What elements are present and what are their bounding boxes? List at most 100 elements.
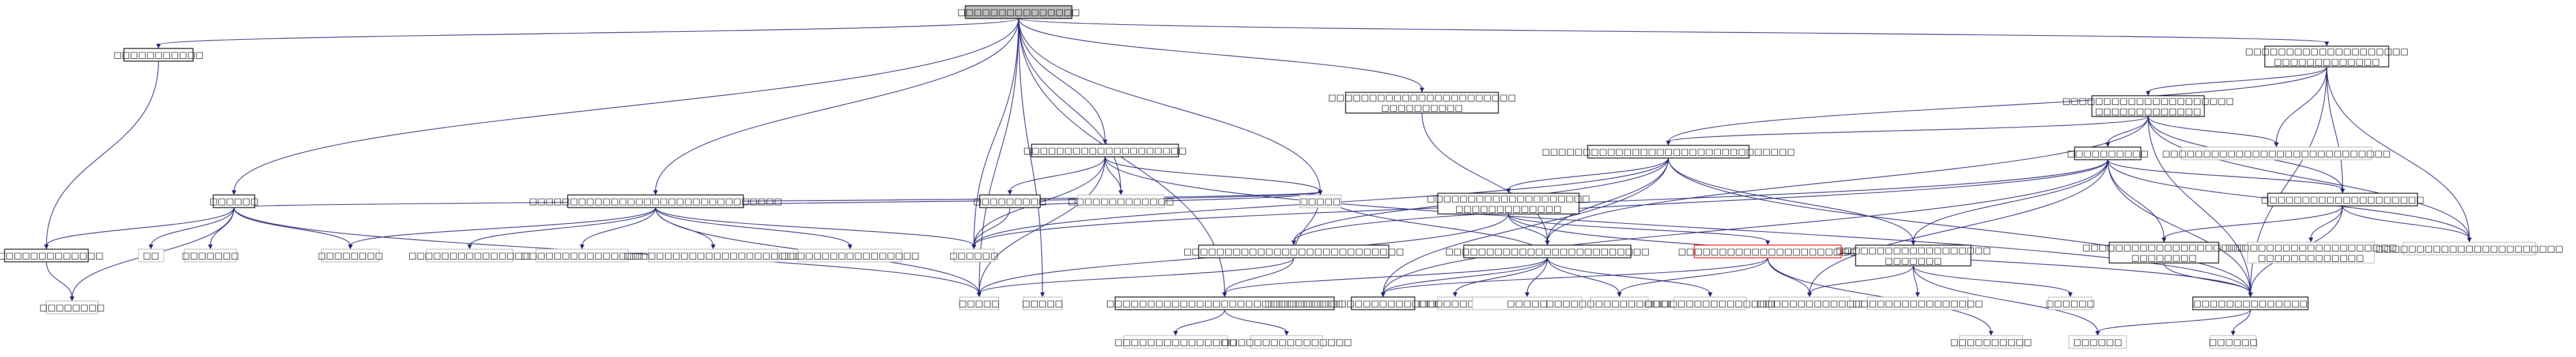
edge-arrowhead [1708,292,1713,297]
edge-arrowhead [711,245,716,249]
graph-node-n-g6[interactable]: □□□□□□□□□□□□□□□□□□□□□□□□□□□□□□□□□□ [2225,242,2397,264]
dependency-edge [2342,205,2470,239]
graph-node-n-h12[interactable]: □□□□□□□□□□□□□□ [2192,296,2309,310]
graph-node-n-h10[interactable]: □□□□□□□□□□□□□□□□ [1852,296,1983,310]
graph-node-n-d3[interactable]: □□□□□□□□□□□□□ [1068,194,1174,208]
node-box [2074,146,2141,160]
graph-node-n-e5[interactable]: □□□□□□□□□□□□□□□ [1115,335,1237,349]
node-box [1031,144,1179,157]
dependency-edge [150,207,235,246]
graph-node-n-g3[interactable]: □□□□□□□□□□□□□□□□□□□□□□ [1678,245,1858,258]
edge-arrowhead [1911,240,1916,245]
graph-node-n-a1[interactable]: □□□□□□□□□□□ [114,48,203,62]
graph-node-n-h11[interactable]: □□□□□□ [2046,296,2095,310]
graph-node-n-e3[interactable]: □□□□□□□□□□□□□□□□□□□□□□□□□ [1445,245,1649,258]
dependency-edge [1668,157,2251,294]
node-box [2048,296,2092,310]
node-box [1674,296,1747,310]
dependency-edge [1224,257,1294,294]
graph-node-n-c1[interactable]: □□□□□□□□□□□□□□□□□□□□□□□□□□□□□□□ [529,194,782,208]
graph-node-n-h6[interactable]: □□□□□□□□□□□□□□□□□□ [1546,296,1693,310]
graph-node-n-d4[interactable]: □□□□□□ [949,249,999,262]
dependency-edge [2163,262,2251,294]
edge-arrowhead [1222,292,1227,297]
graph-node-n-g1[interactable]: □□□□□□□□□□□□□□□□□□□□□□□□□□□□□□□ [1542,145,1795,159]
graph-node-n-i3[interactable]: □□□□□□ [2068,335,2127,349]
edge-arrowhead [1381,292,1385,297]
dependency-edge [1383,257,1548,294]
graph-node-root[interactable]: □□□□□□□□□□□□□□□ [957,5,1080,19]
graph-node-n-d5[interactable]: □□□□□ [1299,194,1342,208]
graph-node-n-b1[interactable]: □□□□□□ [209,194,259,208]
node-box [426,249,513,262]
graph-node-n-h5[interactable]: □□□□□ [1472,296,1582,310]
graph-node-n-f3[interactable]: □□□□□□□□□□ [2067,146,2149,160]
graph-node-n-b4[interactable]: □□□□□□□□ [318,249,383,262]
graph-node-n-c3[interactable]: □□□□□□□□□□□□□□□ [521,249,644,262]
graph-node-n-e1[interactable]: □□□□□□□□□□□□□□□□□□□□□□□□□□□□□□□□□ [1328,92,1516,114]
dependency-edge [2107,159,2251,294]
dependency-edge [655,207,851,246]
node-label: □□□□□□□□□□□□□□□□□□□□□□□□□□□□ [2162,148,2391,159]
dependency-edge [1455,257,1548,294]
node-label: □□□□□□□□□□□□□□□ [957,7,1080,17]
graph-node-n-g7[interactable]: □□□□□□□□□□□□□□□□□□□□□□□ [2375,242,2563,255]
graph-node-n-h9[interactable]: □□□□□□□□□□□□□ [1757,296,1863,310]
graph-node-n-g4[interactable]: □□□□□□□□□□□□□□□□□□□□□□□□□□□□ [2082,242,2246,264]
edge-arrowhead [977,292,981,297]
graph-node-n-d1[interactable]: □□□□□□□□□□□□□□□□□□□□ [1023,144,1187,157]
graph-node-n-c5[interactable]: □□□□□□□□□□□□□□□□□ [781,249,920,262]
edge-arrowhead [208,245,213,249]
graph-node-n-i1[interactable]: □□□□□□□□□□□□□□□□ [1645,296,1776,310]
graph-node-n-f2[interactable]: □□□□□□□□□□□□□□□□□□□□□□□□□□□□□□□□□ [2245,46,2408,67]
node-box [46,300,99,314]
node-box [2068,335,2127,349]
graph-node-n-f1[interactable]: □□□□□□□□□□□□□□□□□□□□□□□□□□□□□□□□□ [1427,193,1590,215]
dependency-edge [655,18,1019,192]
graph-node-n-d2[interactable]: □□□□□□□□□ [973,194,1047,208]
graph-node-n-i2[interactable]: □□□□□□□□□□ [1950,335,2032,349]
edge-arrowhead [1453,292,1457,297]
graph-node-n-c2[interactable]: □□□□□□□□□□□□□□□ [409,249,531,262]
node-label: □□□□□□□□□□ [1381,103,1463,113]
edge-arrowhead [1915,292,1920,297]
graph-node-n-e4[interactable]: □□□□□□□□□□□□□□□□□□□□□□□□□□□□□ [1106,296,1343,310]
graph-node-n-f4[interactable]: □□□□□□□□□□□□□□□□□□□□□□□□□□□□ [2162,146,2391,160]
graph-node-n-f6[interactable]: □□□□□□□□□□□□□□□□□□□□□□□□□□□□□□□□□□ [2063,95,2234,117]
graph-node-n-b3[interactable]: □□□□□□□ [182,249,239,262]
graph-node-n-e6[interactable]: □□□□□□□□□□□□□□□□ [1221,335,1352,349]
node-box [1769,296,1850,310]
node-label: □□□□□□ [2208,337,2257,347]
dependency-edge [1547,157,1669,242]
dependency-edge [233,18,1019,192]
node-label: □□□□□□□□□□□□□□□□□□□□ [2245,46,2408,57]
dependency-edge [1018,18,1225,294]
graph-node-n-a3[interactable]: □□□□□□□□ [39,300,105,314]
edge-arrowhead [156,44,161,48]
dependency-edge [973,207,1011,246]
graph-node-n-c6[interactable]: □□□□□ [959,296,1000,310]
node-label: □□□□□□□□□□□□□□□□□□□□□□□□□ [1445,246,1649,257]
dependency-edge [2147,66,2328,93]
node-box [4,249,89,262]
node-label: □□□□□ [1507,298,1548,309]
node-box [648,249,779,262]
node-box [798,249,902,262]
graph-node-n-e2[interactable]: □□□□□□□□□□□□□□□□□□□□□□□□□□□ [1184,245,1404,258]
node-label: □□□□□□ [2073,337,2122,347]
edge-arrowhead [467,245,472,249]
graph-node-n-i4[interactable]: □□□□□□ [2208,335,2258,349]
graph-node-n-c7[interactable]: □□□□□ [1022,296,1063,310]
node-label: □□□□□□□□□□□□□□□□□□□□ [2082,242,2245,253]
graph-node-n-c4[interactable]: □□□□□□□□□□□□□□□□□□□□□□ [624,249,803,262]
graph-node-n-b2[interactable]: □□ [138,249,164,262]
node-box [2109,242,2219,264]
graph-node-n-g5[interactable]: □□□□□□□□□□□□□□□□□□□□□□□□□□ [1835,245,1991,266]
graph-node-n-a2[interactable]: □□□□□□□□□□□□□□ [0,249,104,262]
node-label: □□□□□□□□□□ [2067,148,2149,159]
graph-node-n-f5[interactable]: □□□□□□□□□□□□□□□□□□□□ [2261,193,2424,206]
dependency-edge [979,156,1106,294]
dependency-edge [1508,213,1548,242]
dependency-edge [1809,159,2109,294]
